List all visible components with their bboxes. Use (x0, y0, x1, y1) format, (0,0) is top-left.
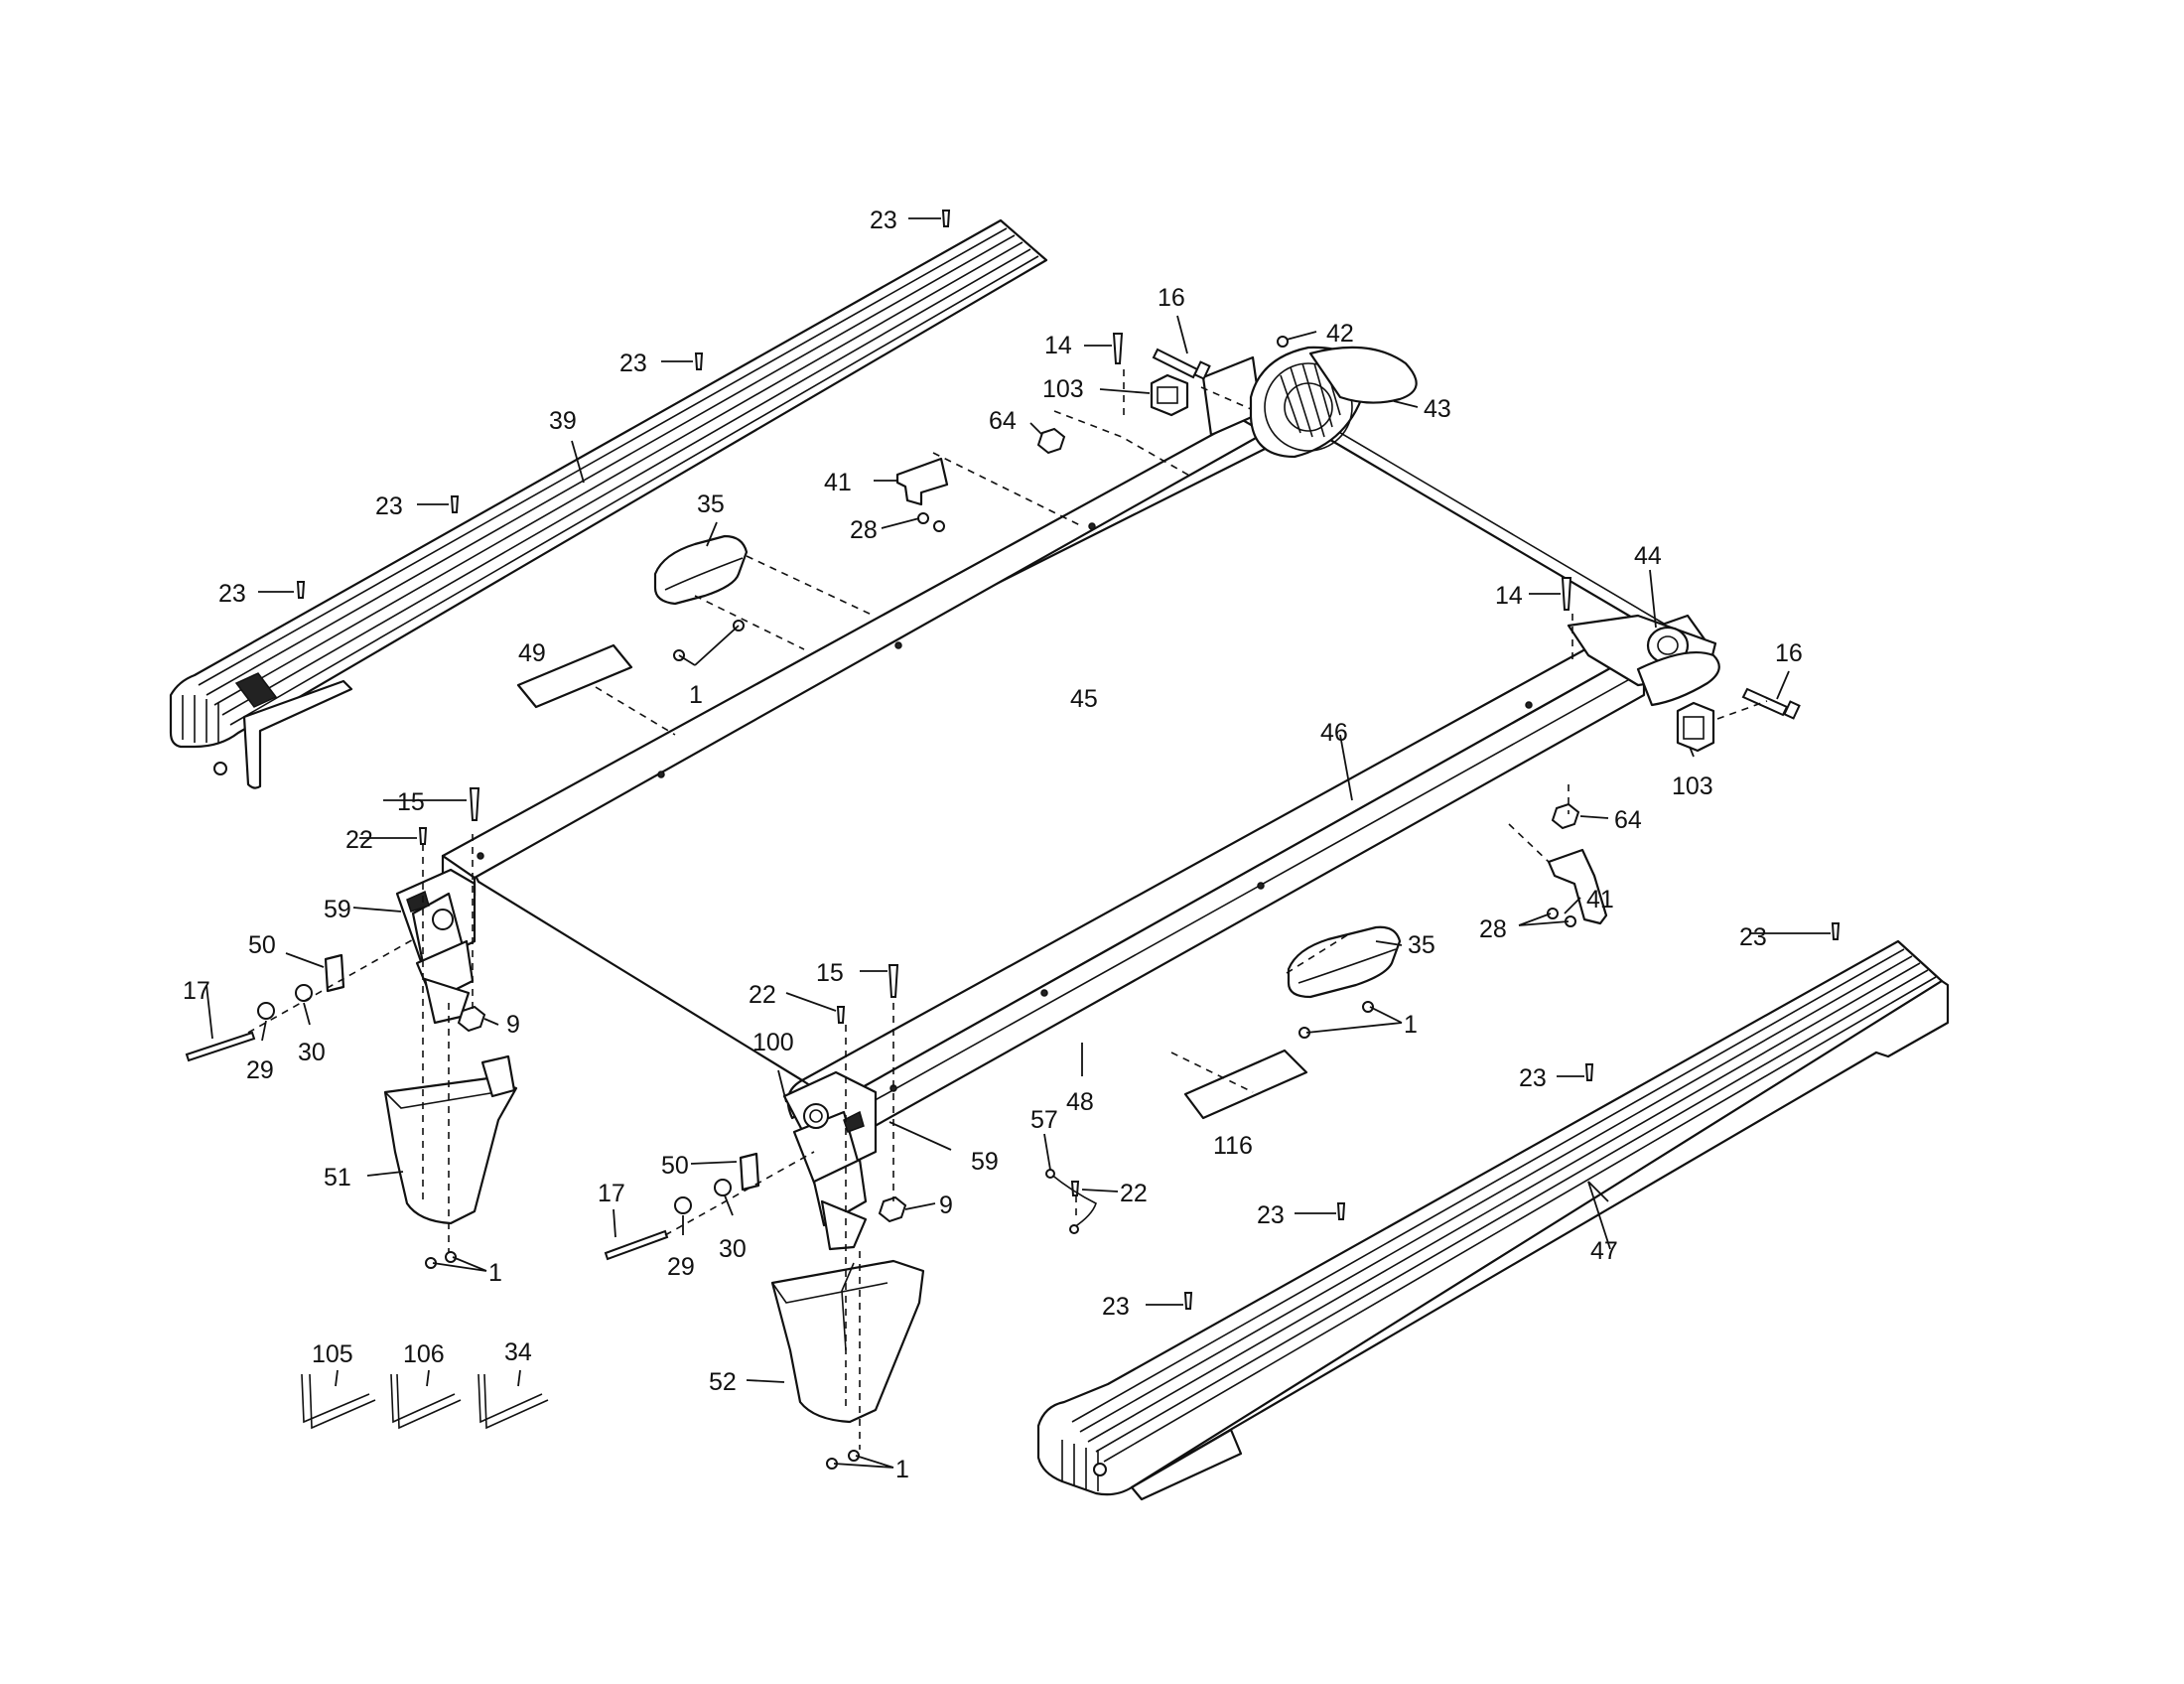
callout-106: 106 (403, 1340, 445, 1368)
callout-23: 23 (1257, 1201, 1285, 1229)
foot-cap-left (383, 1054, 518, 1225)
callout-103: 103 (1672, 772, 1713, 800)
callout-22: 22 (749, 981, 776, 1009)
callout-23: 23 (375, 492, 403, 520)
callout-1: 1 (689, 681, 703, 709)
isolator-103-top (1150, 373, 1189, 417)
callout-30: 30 (719, 1235, 747, 1263)
callout-23: 23 (1519, 1064, 1547, 1092)
right-front-bracket (782, 1070, 878, 1251)
callout-48: 48 (1066, 1088, 1094, 1116)
callout-23: 23 (1102, 1293, 1130, 1321)
callout-1: 1 (895, 1456, 909, 1483)
rear-roller (1567, 614, 1720, 707)
right-side-rail (1036, 939, 1950, 1501)
callout-23: 23 (870, 207, 897, 234)
decal-116 (1183, 1049, 1308, 1120)
left-front-bracket (395, 868, 477, 1025)
callout-9: 9 (939, 1192, 953, 1219)
callout-52: 52 (709, 1368, 737, 1396)
callout-46: 46 (1320, 719, 1348, 747)
callout-22: 22 (345, 826, 373, 854)
callout-34: 34 (504, 1338, 532, 1366)
callout-49: 49 (518, 639, 546, 667)
callout-105: 105 (312, 1340, 353, 1368)
callout-44: 44 (1634, 542, 1662, 570)
callout-14: 14 (1495, 582, 1523, 610)
assembly-dashed-lines (247, 369, 1768, 1450)
callout-17: 17 (598, 1180, 625, 1207)
callout-16: 16 (1158, 284, 1185, 312)
callout-28: 28 (850, 516, 878, 544)
callout-35: 35 (697, 491, 725, 518)
callout-16: 16 (1775, 639, 1803, 667)
callout-59: 59 (971, 1148, 999, 1176)
front-pulley-assembly (1201, 346, 1418, 459)
callout-1: 1 (488, 1259, 502, 1287)
callout-23: 23 (218, 580, 246, 608)
callout-29: 29 (246, 1056, 274, 1084)
callout-100: 100 (752, 1029, 794, 1056)
foot-cap-right (770, 1259, 925, 1424)
callout-29: 29 (667, 1253, 695, 1281)
callout-43: 43 (1424, 395, 1451, 423)
callout-51: 51 (324, 1164, 351, 1192)
callout-41: 41 (1586, 886, 1614, 913)
callout-103: 103 (1042, 375, 1084, 403)
callout-15: 15 (397, 788, 425, 816)
callout-64: 64 (989, 407, 1017, 435)
callout-9: 9 (506, 1011, 520, 1039)
callout-17: 17 (183, 977, 210, 1005)
cushion-right (1287, 925, 1402, 999)
callout-23: 23 (1739, 923, 1767, 951)
callout-22: 22 (1120, 1180, 1148, 1207)
callout-42: 42 (1326, 320, 1354, 348)
callout-116: 116 (1213, 1132, 1253, 1160)
callout-30: 30 (298, 1039, 326, 1066)
callout-35: 35 (1408, 931, 1435, 959)
bracket-41-bottom (1547, 848, 1608, 925)
callout-14: 14 (1044, 332, 1072, 359)
isolator-103-right (1676, 701, 1715, 753)
callout-45: 45 (1070, 685, 1098, 713)
callout-41: 41 (824, 469, 852, 496)
leader-lines (205, 217, 1831, 1469)
callout-57: 57 (1030, 1106, 1058, 1134)
callout-39: 39 (549, 407, 577, 435)
hardware (185, 210, 1841, 1470)
callout-50: 50 (248, 931, 276, 959)
cushion-left (653, 534, 749, 606)
callout-28: 28 (1479, 915, 1507, 943)
callout-23: 23 (619, 350, 647, 377)
callout-59: 59 (324, 896, 351, 923)
callout-64: 64 (1614, 806, 1642, 834)
left-side-rail (169, 218, 1048, 789)
callout-50: 50 (661, 1152, 689, 1180)
bracket-41-top (895, 457, 949, 506)
callout-47: 47 (1590, 1237, 1618, 1265)
decal-49 (516, 643, 633, 709)
callout-1: 1 (1404, 1011, 1418, 1039)
callout-15: 15 (816, 959, 844, 987)
callout-labels: 23 23 39 23 23 16 14 42 103 43 64 41 35 … (183, 207, 1803, 1483)
